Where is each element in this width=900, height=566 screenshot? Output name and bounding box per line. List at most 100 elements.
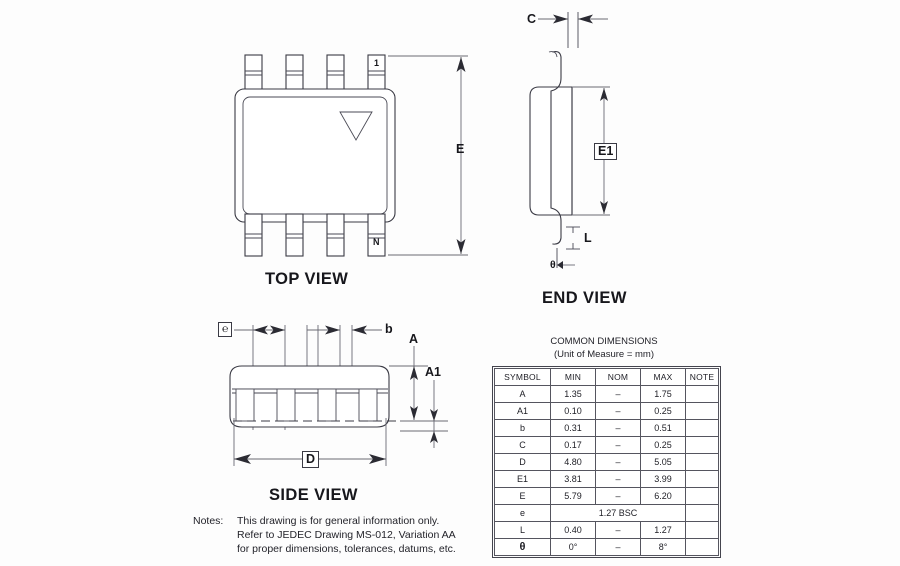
end-view-graphic bbox=[529, 12, 610, 269]
cell-max: 0.51 bbox=[640, 418, 686, 437]
dimension-A1-line bbox=[400, 380, 448, 448]
notes-spacer-1 bbox=[193, 529, 237, 543]
notes-label: Notes: bbox=[193, 515, 224, 527]
cell-max: 3.99 bbox=[640, 469, 686, 488]
cell-note bbox=[685, 469, 719, 488]
side-view-graphic bbox=[229, 325, 448, 466]
cell-symbol: L bbox=[494, 520, 551, 539]
cell-max: 6.20 bbox=[640, 486, 686, 505]
cell-symbol: θ bbox=[494, 537, 551, 556]
cell-min: 0.31 bbox=[550, 418, 596, 437]
cell-note bbox=[685, 418, 719, 437]
cell-span-value: 1.27 BSC bbox=[550, 503, 686, 522]
header-max: MAX bbox=[640, 367, 686, 386]
top-view-lower-leads bbox=[244, 213, 386, 257]
cell-min: 3.81 bbox=[550, 469, 596, 488]
cell-note bbox=[685, 503, 719, 522]
notes-block: Notes: This drawing is for general infor… bbox=[193, 515, 456, 557]
end-view-title: END VIEW bbox=[542, 289, 627, 307]
cell-max: 1.75 bbox=[640, 384, 686, 403]
header-note: NOTE bbox=[685, 367, 719, 386]
cell-nom: – bbox=[595, 401, 641, 420]
cell-symbol: E bbox=[494, 486, 551, 505]
table-header-row: SYMBOL MIN NOM MAX NOTE bbox=[494, 367, 719, 386]
dimension-label-D: D bbox=[302, 451, 320, 468]
cell-nom: – bbox=[595, 435, 641, 454]
cell-min: 4.80 bbox=[550, 452, 596, 471]
cell-max: 8° bbox=[640, 537, 686, 556]
dimension-label-L: L bbox=[584, 231, 592, 245]
cell-nom: – bbox=[595, 520, 641, 539]
top-view-upper-leads bbox=[244, 54, 386, 98]
cell-nom: – bbox=[595, 384, 641, 403]
cell-symbol: b bbox=[494, 418, 551, 437]
cell-symbol: E1 bbox=[494, 469, 551, 488]
notes-line-3: for proper dimensions, tolerances, datum… bbox=[237, 542, 456, 555]
cell-note bbox=[685, 384, 719, 403]
cell-nom: – bbox=[595, 418, 641, 437]
pin-n-number: N bbox=[373, 237, 380, 247]
cell-min: 0.10 bbox=[550, 401, 596, 420]
cell-min: 5.79 bbox=[550, 486, 596, 505]
header-min: MIN bbox=[550, 367, 596, 386]
dimension-label-theta: θ bbox=[550, 259, 556, 271]
dimension-A-line bbox=[389, 346, 428, 420]
dimension-L-bracket bbox=[566, 226, 580, 250]
cell-note bbox=[685, 486, 719, 505]
cell-min: 0° bbox=[550, 537, 596, 556]
cell-nom: – bbox=[595, 486, 641, 505]
dimension-label-b: b bbox=[385, 322, 393, 336]
cell-note bbox=[685, 520, 719, 539]
cell-note bbox=[685, 537, 719, 556]
dimension-E-line bbox=[388, 55, 468, 256]
cell-min: 0.17 bbox=[550, 435, 596, 454]
table-title-line: COMMON DIMENSIONS bbox=[550, 336, 658, 347]
cell-note bbox=[685, 401, 719, 420]
dimension-label-A1: A1 bbox=[425, 365, 441, 379]
header-nom: NOM bbox=[595, 367, 641, 386]
pin1-triangle-icon bbox=[339, 111, 373, 141]
dimension-label-e-pitch: ℮ bbox=[218, 322, 233, 337]
top-view-title: TOP VIEW bbox=[265, 270, 349, 288]
dimension-label-C: C bbox=[527, 12, 537, 26]
cell-symbol: A1 bbox=[494, 401, 551, 420]
cell-nom: – bbox=[595, 537, 641, 556]
side-view-leads bbox=[235, 388, 378, 422]
dimension-theta-leader bbox=[557, 261, 575, 269]
top-view-body bbox=[234, 88, 396, 223]
dimension-label-A: A bbox=[409, 332, 419, 346]
end-view-lead-profile bbox=[550, 51, 562, 245]
cell-max: 0.25 bbox=[640, 401, 686, 420]
pin-1-number: 1 bbox=[374, 58, 380, 68]
cell-min: 1.35 bbox=[550, 384, 596, 403]
cell-max: 1.27 bbox=[640, 520, 686, 539]
cell-symbol: e bbox=[494, 503, 551, 522]
dimension-C-line bbox=[538, 12, 608, 48]
header-symbol: SYMBOL bbox=[494, 367, 551, 386]
table-subtitle-line: (Unit of Measure = mm) bbox=[553, 348, 655, 360]
cell-symbol: D bbox=[494, 452, 551, 471]
cell-symbol: A bbox=[494, 384, 551, 403]
side-view-title: SIDE VIEW bbox=[269, 486, 358, 504]
cell-max: 5.05 bbox=[640, 452, 686, 471]
top-view-body-inner bbox=[242, 96, 388, 215]
dimension-label-E: E bbox=[456, 142, 465, 156]
cell-note bbox=[685, 435, 719, 454]
notes-line-2: Refer to JEDEC Drawing MS-012, Variation… bbox=[237, 528, 456, 541]
cell-nom: – bbox=[595, 469, 641, 488]
notes-spacer-2 bbox=[193, 543, 237, 557]
cell-nom: – bbox=[595, 452, 641, 471]
